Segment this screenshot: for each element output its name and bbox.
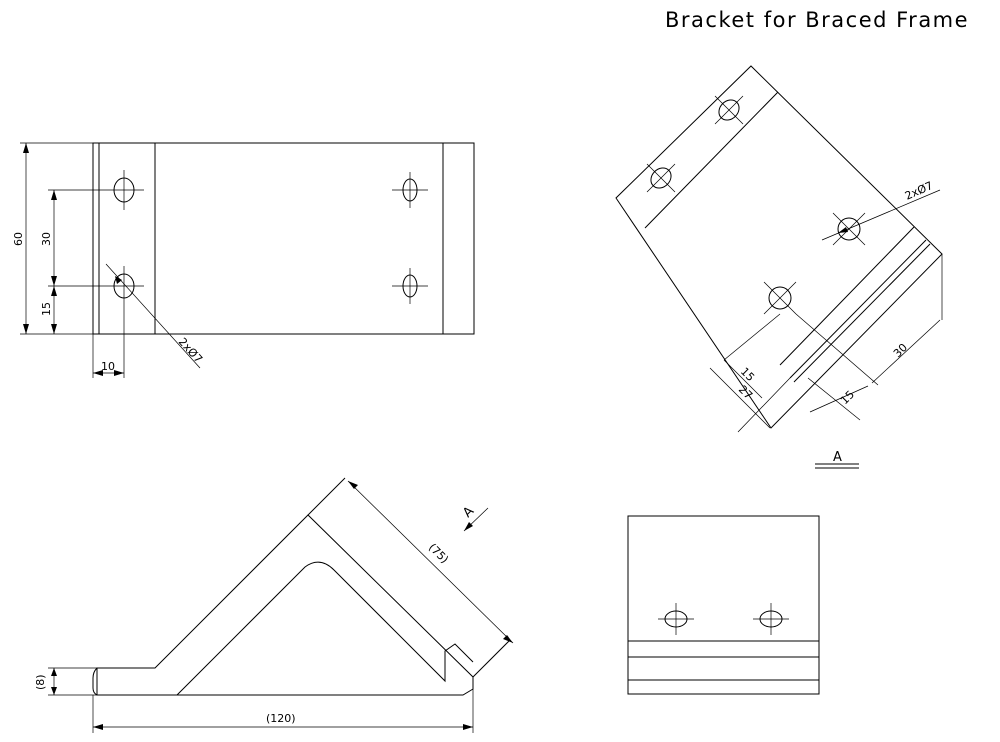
section-label-text: A: [833, 450, 842, 465]
front-hole-right: [753, 603, 789, 635]
dim-thickness: (8): [34, 674, 47, 690]
dim-15: 15: [40, 302, 53, 316]
hole-bottom-left: [104, 266, 144, 306]
dim-rotated-30: 30: [891, 341, 910, 360]
rotated-hole-2: [714, 95, 744, 125]
dim-60: 60: [12, 232, 25, 246]
dim-30: 30: [40, 232, 53, 246]
drawing-title: Bracket for Braced Frame: [665, 8, 969, 32]
front-view: [627, 515, 820, 695]
top-view: 60 30 15 10 2xØ7: [12, 142, 475, 378]
hole-top-left: [104, 170, 144, 210]
dim-10: 10: [101, 360, 115, 373]
hole-bottom-right: [392, 268, 428, 304]
view-arrow-label: A: [460, 504, 477, 521]
rotated-hole-4: [763, 281, 797, 315]
rotated-hole-3: [832, 212, 866, 246]
hole-callout-top-view: 2xØ7: [176, 335, 205, 365]
hole-top-right: [392, 172, 428, 208]
dim-length: (120): [266, 712, 296, 725]
dim-diagonal: (75): [426, 541, 451, 566]
side-view: (120) (8) (75) A: [34, 477, 514, 733]
section-label: A: [815, 450, 859, 469]
front-hole-left: [658, 603, 694, 635]
rotated-hole-1: [646, 163, 676, 193]
dim-rotated-15a: 15: [738, 365, 757, 384]
rotated-view: 2xØ7 15 27 15 30: [615, 65, 943, 433]
